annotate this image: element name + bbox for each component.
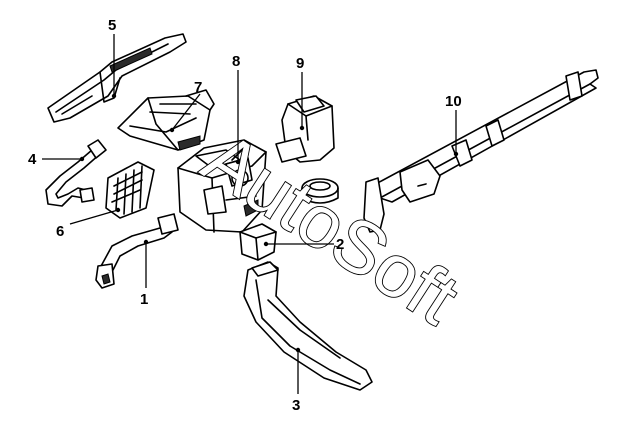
callout-label-8: 8 [232, 53, 240, 70]
callout-7: 7 [169, 79, 202, 133]
part-10-cross-member [363, 69, 599, 233]
callout-8: 8 [232, 53, 240, 165]
callout-label-5: 5 [108, 17, 116, 34]
callout-label-2: 2 [336, 236, 344, 253]
part-8-heater-unit [177, 139, 267, 233]
callout-label-3: 3 [292, 397, 300, 414]
callout-9: 9 [296, 55, 304, 131]
callout-label-9: 9 [296, 55, 304, 72]
part-4-hose [45, 139, 107, 207]
callout-label-4: 4 [28, 151, 37, 168]
part-7-defroster-duct [117, 89, 215, 151]
callout-label-6: 6 [56, 223, 64, 240]
part-9-air-duct-elbow [275, 95, 335, 163]
part-5-defroster-nozzle [47, 33, 187, 123]
callout-5: 5 [108, 17, 116, 99]
callout-1: 1 [140, 239, 148, 308]
callout-3: 3 [292, 347, 300, 414]
callout-4: 4 [28, 151, 85, 168]
callout-label-10: 10 [445, 93, 462, 110]
callout-6: 6 [56, 207, 121, 240]
part-2-duct-connector [239, 223, 277, 261]
part-1-heater-pipe [95, 213, 179, 289]
callout-2: 2 [263, 236, 344, 253]
callout-label-1: 1 [140, 291, 148, 308]
part-3-floor-air-duct [243, 261, 373, 391]
part-ring [301, 178, 339, 204]
callout-10: 10 [445, 93, 462, 157]
callout-label-7: 7 [194, 79, 202, 96]
part-6-filter [105, 161, 155, 219]
